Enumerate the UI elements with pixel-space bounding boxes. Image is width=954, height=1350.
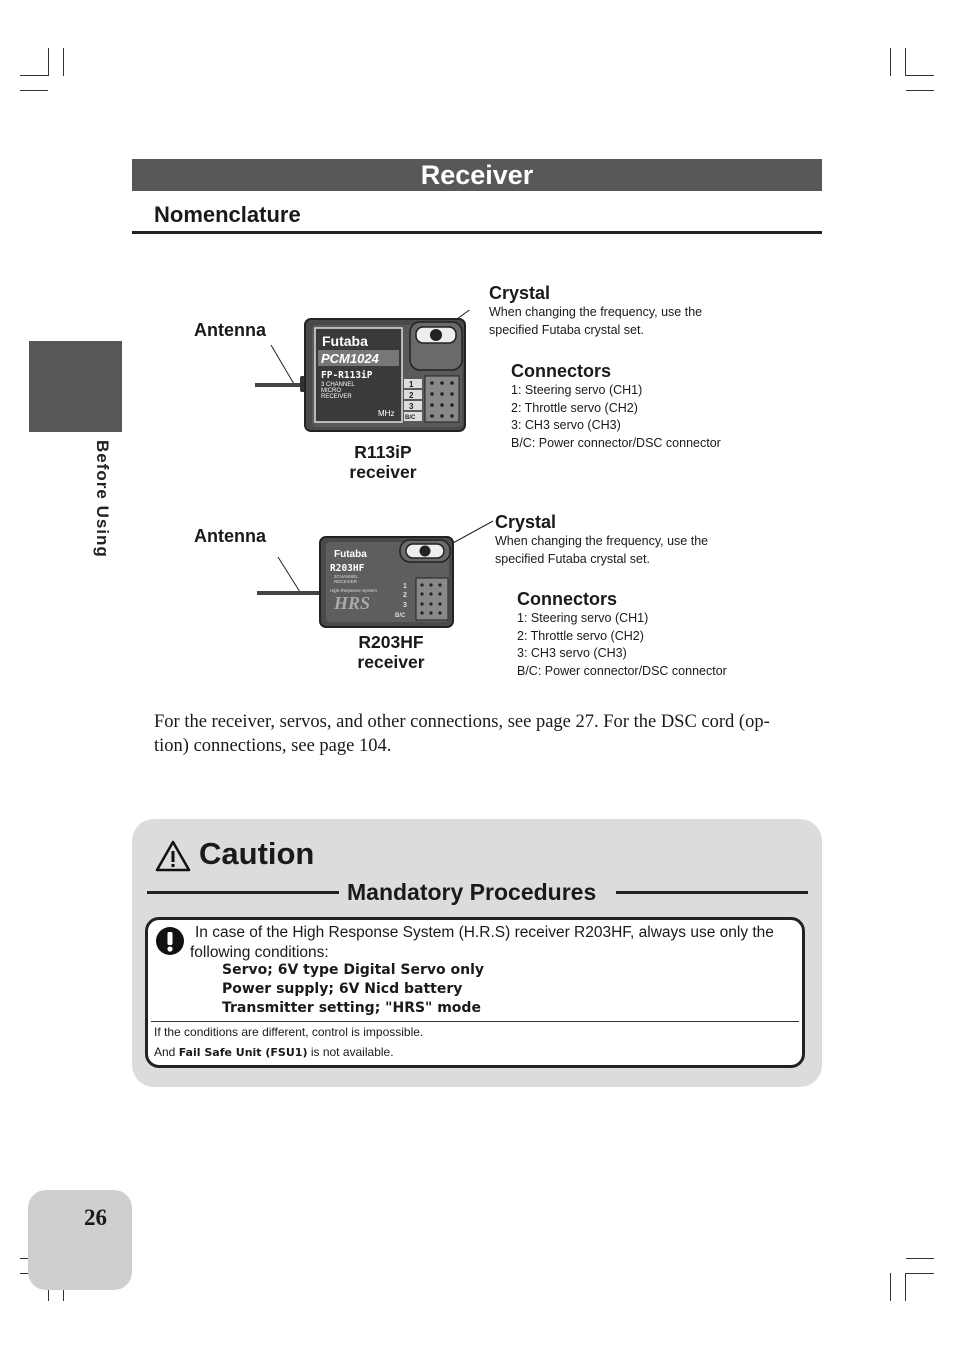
model-label: R113iP receiver <box>333 442 433 482</box>
warning-line: following conditions: <box>190 944 329 961</box>
mandatory-title: Mandatory Procedures <box>347 879 597 905</box>
crop-mark <box>890 48 891 76</box>
device-subtitle: High Response System <box>330 588 377 593</box>
connectors-label: Connectors <box>511 361 612 381</box>
device-desc: 3CHANNEL <box>334 574 359 579</box>
body-line: For the receiver, servos, and other conn… <box>154 712 770 732</box>
page-title-bar: Receiver <box>132 159 822 191</box>
device-model: FP-R113iP <box>321 370 373 381</box>
mandatory-rule-left <box>147 891 339 894</box>
crop-mark <box>890 1273 891 1301</box>
crop-mark <box>48 48 49 76</box>
device-unit: MHz <box>378 409 394 418</box>
crop-mark <box>906 1273 934 1274</box>
section-heading: Nomenclature <box>154 202 301 227</box>
note-text: is not available. <box>307 1045 394 1059</box>
connector-item: 3: CH3 servo (CH3) <box>511 418 621 432</box>
crystal-note: When changing the frequency, use the spe… <box>489 304 789 339</box>
port-label: 2 <box>409 391 414 400</box>
port-label: 3 <box>403 602 407 609</box>
model-label: R203HF receiver <box>341 632 441 672</box>
crop-mark <box>905 1273 906 1301</box>
connector-item: 2: Throttle servo (CH2) <box>511 400 638 415</box>
connectors-label: Connectors <box>517 589 618 609</box>
crystal-note-line: specified Futaba crystal set. <box>489 322 644 337</box>
connector-item: 3: CH3 servo (CH3) <box>517 646 627 660</box>
condition-item: Transmitter setting; "HRS" mode <box>222 1000 481 1016</box>
conditions-list: Servo; 6V type Digital Servo only Power … <box>222 961 722 1018</box>
crop-mark <box>20 90 48 91</box>
crop-mark <box>63 48 64 76</box>
model-name: R203HF <box>358 632 424 652</box>
antenna-label: Antenna <box>194 320 266 340</box>
port-label: 2 <box>403 592 407 599</box>
connector-item: 1: Steering servo (CH1) <box>517 611 649 625</box>
note-emphasis: Fail Safe Unit (FSU1) <box>178 1046 308 1059</box>
side-tab <box>29 341 122 432</box>
crystal-note-line: specified Futaba crystal set. <box>495 551 650 566</box>
device-desc: RECEIVER <box>321 394 352 400</box>
crystal-note-line: When changing the frequency, use the <box>495 534 709 548</box>
crop-mark <box>906 75 934 76</box>
device-series: PCM1024 <box>321 351 380 366</box>
device-brand: Futaba <box>334 549 367 560</box>
connector-item: B/C: Power connector/DSC connector <box>511 435 721 450</box>
body-paragraph: For the receiver, servos, and other conn… <box>154 710 804 758</box>
device-desc: MICRO <box>321 388 341 394</box>
mandatory-rule-right <box>616 891 808 894</box>
page-number-tab <box>28 1190 132 1290</box>
section-rule <box>132 231 822 234</box>
crop-mark <box>906 90 934 91</box>
crop-mark <box>20 75 48 76</box>
condition-item: Servo; 6V type Digital Servo only <box>222 962 485 978</box>
port-label: 3 <box>409 402 414 411</box>
caution-title: Caution <box>199 836 315 871</box>
warning-line: In case of the High Response System (H.R… <box>195 924 774 941</box>
warning-triangle-icon <box>155 840 191 872</box>
device-model: R203HF <box>330 563 365 574</box>
connector-item: B/C: Power connector/DSC connector <box>517 663 727 678</box>
exclamation-icon <box>156 927 184 955</box>
connectors-list: 1: Steering servo (CH1) 2: Throttle serv… <box>511 382 771 452</box>
side-label: Before Using <box>93 440 112 558</box>
port-label: 1 <box>403 583 407 590</box>
crystal-label: Crystal <box>489 283 551 303</box>
port-label: B/C <box>405 415 416 421</box>
model-name: R113iP <box>354 442 412 462</box>
connectors-list: 1: Steering servo (CH1) 2: Throttle serv… <box>517 610 777 680</box>
note-text: And <box>154 1045 179 1059</box>
page-title: Receiver <box>420 160 534 190</box>
device-desc: 3 CHANNEL <box>321 382 355 388</box>
crop-mark <box>905 48 906 76</box>
crystal-note: When changing the frequency, use the spe… <box>495 533 795 568</box>
page-number: 26 <box>84 1205 107 1230</box>
receiver-r113ip-illustration: Futaba PCM1024 FP-R113iP 3 CHANNEL MICRO… <box>255 310 471 432</box>
antenna-label: Antenna <box>194 526 266 546</box>
note-line: And Fail Safe Unit (FSU1) is not availab… <box>154 1045 394 1059</box>
crystal-label: Crystal <box>495 512 557 532</box>
hrs-logo: HRS <box>333 593 370 613</box>
device-brand: Futaba <box>322 333 368 349</box>
crystal-note-line: When changing the frequency, use the <box>489 305 703 319</box>
connector-item: 2: Throttle servo (CH2) <box>517 628 644 643</box>
connector-item: 1: Steering servo (CH1) <box>511 383 643 397</box>
port-label: B/C <box>395 613 406 619</box>
note-divider <box>151 1021 799 1022</box>
model-type: receiver <box>349 462 417 482</box>
model-type: receiver <box>357 652 425 672</box>
condition-item: Power supply; 6V Nicd battery <box>222 981 463 997</box>
mandatory-box <box>145 917 805 1068</box>
port-label: 1 <box>409 380 414 389</box>
note-line: If the conditions are different, control… <box>154 1025 424 1039</box>
device-desc: RECEIVER <box>334 579 358 584</box>
crop-mark <box>906 1258 934 1259</box>
receiver-r203hf-illustration: Futaba R203HF 3CHANNEL RECEIVER High Res… <box>257 520 494 628</box>
body-line: tion) connections, see page 104. <box>154 736 392 756</box>
